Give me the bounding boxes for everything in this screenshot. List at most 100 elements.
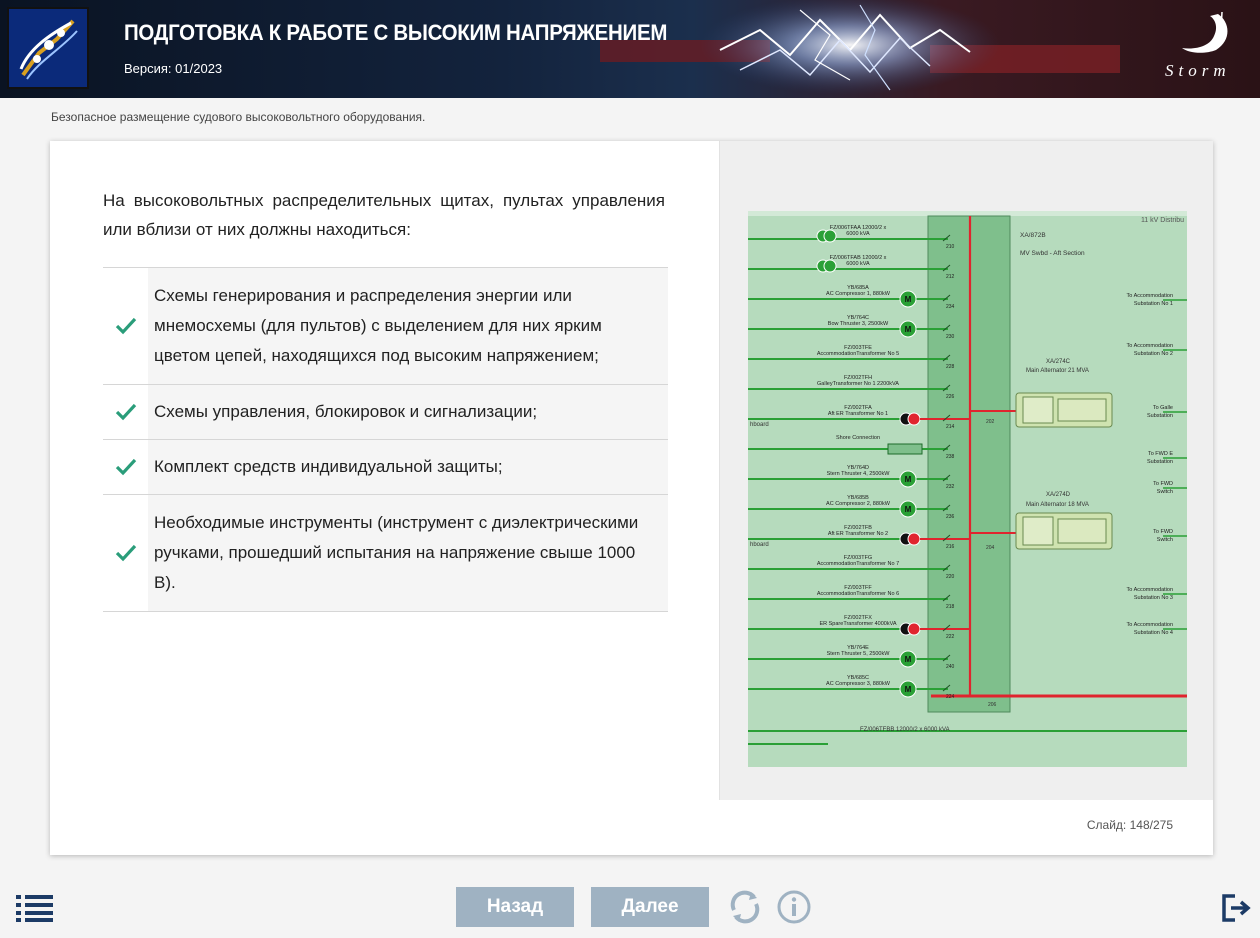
breaker-symbol: [942, 504, 951, 512]
motor-symbol: [899, 650, 917, 668]
breaker-symbol: [942, 234, 951, 242]
breaker-symbol: [942, 624, 951, 632]
motor-label: M: [905, 685, 912, 694]
checkmark-icon: [103, 268, 148, 384]
slide-total: 275: [1152, 818, 1173, 832]
list-item: Комплект средств индивидуальной защиты;: [103, 440, 668, 495]
feeder-desc: GalleyTransformer No 1 2200kVA: [817, 381, 899, 387]
feeder-id: FZ/006TFAA 12000/2 x: [830, 225, 887, 231]
feeder-desc: Stern Thruster 5, 2500kW: [827, 651, 891, 657]
slide-card: На высоковольтных распределительных щита…: [50, 141, 1213, 855]
destination-label: To Accommodation: [1127, 622, 1173, 628]
diagram-title: 11 kV Distribu: [1141, 217, 1184, 224]
feeder-id: YB/764C: [847, 315, 869, 321]
breaker-symbol: [942, 264, 951, 272]
refresh-icon[interactable]: [726, 888, 764, 926]
exit-icon[interactable]: [1221, 893, 1251, 923]
diagram-left-label: hboard: [750, 422, 769, 428]
transformer-symbol: [823, 259, 837, 273]
feeder-id: FZ/003TFE: [844, 345, 872, 351]
feeder-number: 232: [946, 484, 955, 490]
breaker-symbol: [942, 534, 951, 542]
breaker-symbol: [942, 294, 951, 302]
breaker-symbol: [942, 384, 951, 392]
motor-label: M: [905, 475, 912, 484]
course-title: ПОДГОТОВКА К РАБОТЕ С ВЫСОКИМ НАПРЯЖЕНИЕ…: [124, 20, 668, 45]
menu-list-icon[interactable]: [16, 894, 54, 922]
feeder-number: 218: [946, 604, 955, 610]
checkmark-icon: [103, 440, 148, 494]
checkmark-icon: [103, 385, 148, 439]
motor-symbol: [899, 470, 917, 488]
diagram-panel: 11 kV Distribu XA/872B MV Swbd - Aft Sec…: [719, 141, 1213, 800]
breaker-symbol: [942, 414, 951, 422]
bottom-feeder-label: FZ/006TFBB 12000/2 x 6000 kVA: [860, 727, 950, 733]
transformer-symbol: [907, 622, 921, 636]
feeder-id: FZ/006TFAB 12000/2 x: [830, 255, 887, 261]
destination-label: Switch: [1157, 489, 1173, 495]
feeder-desc: Aft ER Transformer No 2: [828, 531, 888, 537]
motor-label: M: [905, 295, 912, 304]
destination-label: To FWD: [1153, 529, 1173, 535]
feeder-desc: AccommodationTransformer No 7: [817, 561, 899, 567]
alternator-number: 202: [986, 419, 995, 425]
destination-label: Substation No 3: [1134, 595, 1173, 601]
feeder-id: YB/685C: [847, 675, 869, 681]
alternator-id: XA/274D: [1046, 492, 1071, 498]
alternator-name: Main Alternator 21 MVA: [1026, 368, 1089, 374]
feeder-desc: AC Compressor 2, 880kW: [826, 501, 891, 507]
feeder-number: 220: [946, 574, 955, 580]
bus-number: 206: [988, 702, 997, 708]
destination-label: To FWD: [1153, 481, 1173, 487]
feeder-desc: ER SpareTransformer 4000kVA: [819, 621, 896, 627]
destination-label: Substation No 4: [1134, 630, 1173, 636]
motor-label: M: [905, 325, 912, 334]
feeder-id: Shore Connection: [836, 435, 880, 441]
requirements-list: Схемы генерирования и распределения энер…: [103, 267, 668, 612]
feeder-number: 240: [946, 664, 955, 670]
feeder-id: FZ/002TFB: [844, 525, 872, 531]
feeder-id: FZ/003TFF: [844, 585, 872, 591]
version-label: Версия: 01/2023: [124, 61, 223, 76]
feeder-number: 226: [946, 394, 955, 400]
list-item-text: Схемы управления, блокировок и сигнализа…: [148, 385, 668, 439]
alternator-1: XA/274C Main Alternator 21 MVA 202: [970, 359, 1113, 428]
breaker-symbol: [942, 354, 951, 362]
breaker-symbol: [942, 474, 951, 482]
slide-counter: Слайд: 148/275: [1086, 818, 1173, 832]
checkmark-icon: [103, 495, 148, 611]
feeder-desc: Stern Thruster 4, 2500kW: [827, 471, 891, 477]
list-item: Схемы генерирования и распределения энер…: [103, 268, 668, 385]
feeder-id: FZ/002TFX: [844, 615, 872, 621]
destination-label: To FWD E: [1148, 451, 1173, 457]
feeder-number: 214: [946, 424, 955, 430]
info-icon[interactable]: [776, 889, 812, 925]
slide-subtitle: Безопасное размещение судового высоковол…: [51, 110, 426, 124]
back-button[interactable]: Назад: [456, 887, 574, 927]
destination-label: Switch: [1157, 537, 1173, 543]
feeder-id: YB/685A: [847, 285, 869, 291]
course-logo: [7, 7, 89, 89]
feeder-id: YB/764D: [847, 465, 869, 471]
feeder-id: FZ/003TFG: [844, 555, 872, 561]
intro-text: На высоковольтных распределительных щита…: [103, 191, 665, 239]
storm-logo-icon: [1182, 11, 1228, 53]
next-button[interactable]: Далее: [591, 887, 709, 927]
feeder-number: 210: [946, 244, 955, 250]
destination-label: To Accommodation: [1127, 343, 1173, 349]
feeder-desc: Aft ER Transformer No 1: [828, 411, 888, 417]
feeder-number: 224: [946, 694, 955, 700]
destination-label: To Accommodation: [1127, 293, 1173, 299]
feeder-desc: Bow Thruster 3, 2500kW: [828, 321, 889, 327]
feeder-number: 216: [946, 544, 955, 550]
alternator-2: XA/274D Main Alternator 18 MVA 204: [970, 492, 1113, 551]
feeder-number: 228: [946, 364, 955, 370]
feeder-number: 236: [946, 514, 955, 520]
feeder-desc: 6000 kVA: [846, 231, 870, 237]
breaker-symbol: [942, 324, 951, 332]
slide-counter-label: Слайд:: [1086, 818, 1127, 832]
feeder-desc: 6000 kVA: [846, 261, 870, 267]
destination-label: Substation No 2: [1134, 351, 1173, 357]
breaker-symbol: [942, 654, 951, 662]
